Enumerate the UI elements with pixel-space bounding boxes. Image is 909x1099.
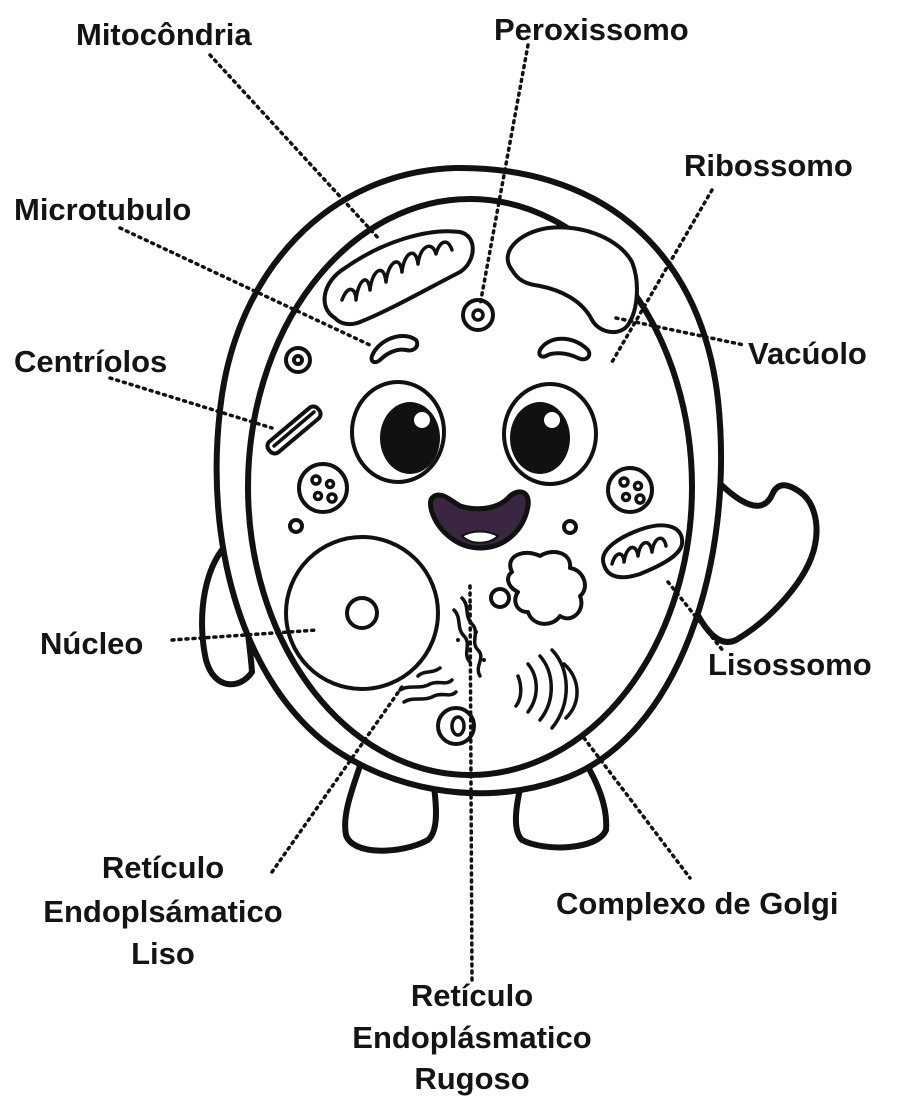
label-nucleo: Núcleo: [40, 626, 143, 661]
peroxisome-organelle: [463, 300, 493, 330]
lysosome-left: [299, 464, 347, 512]
label-centriolos: Centríolos: [14, 344, 167, 379]
label-lisossomo: Lisossomo: [708, 647, 872, 682]
label-microtubulo: Microtubulo: [14, 192, 191, 227]
lysosome-right: [608, 468, 652, 512]
label-rel-line3: Liso: [131, 936, 195, 971]
label-rer-line1: Retículo: [411, 978, 533, 1013]
bottom-vesicle: [438, 708, 474, 744]
label-peroxissomo: Peroxissomo: [494, 12, 689, 47]
label-rel-line1: Retículo: [102, 850, 224, 885]
label-ribossomo: Ribossomo: [684, 148, 853, 183]
nucleus-organelle: [286, 537, 438, 689]
left-eye: [352, 382, 444, 482]
label-rel-line2: Endoplsámatico: [43, 894, 282, 929]
right-eye: [504, 384, 596, 484]
label-rer-line2: Endoplásmatico: [352, 1020, 591, 1055]
label-golgi: Complexo de Golgi: [556, 886, 838, 921]
label-vacuolo: Vacúolo: [748, 336, 867, 371]
label-mitocondria: Mitocôndria: [76, 17, 252, 52]
leader-mitocondria: [210, 55, 380, 240]
label-rer-line3: Rugoso: [414, 1061, 529, 1096]
